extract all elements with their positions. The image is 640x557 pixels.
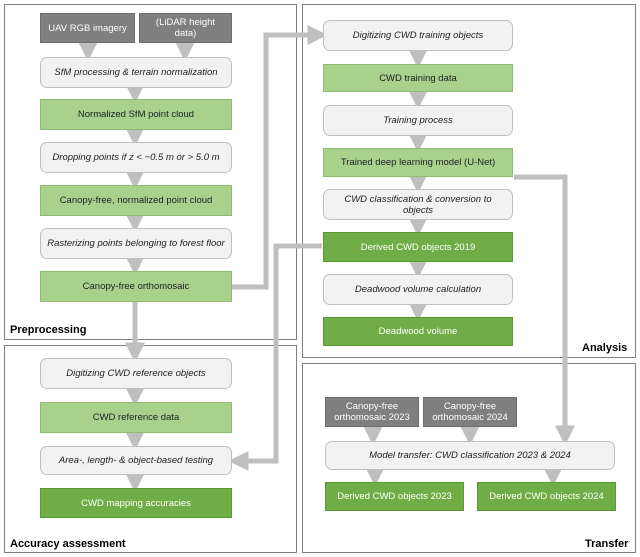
training-data-box: CWD training data <box>323 64 513 92</box>
transfer-label: Transfer <box>585 538 629 550</box>
analysis-label: Analysis <box>582 342 628 354</box>
derived-2024-box: Derived CWD objects 2024 <box>477 482 616 511</box>
ortho-2023-box: Canopy-free orthomosaic 2023 <box>325 397 419 427</box>
preprocessing-label: Preprocessing <box>10 324 87 336</box>
deadwood-volume-box: Deadwood volume <box>323 317 513 346</box>
normalized-cloud-box: Normalized SfM point cloud <box>40 99 232 130</box>
input-rgb-box: UAV RGB imagery <box>40 13 135 43</box>
derived-2023-box: Derived CWD objects 2023 <box>325 482 464 511</box>
classification-box: CWD classification & conversion to objec… <box>323 189 513 220</box>
canopy-free-cloud-box: Canopy-free, normalized point cloud <box>40 185 232 216</box>
dropping-points-box: Dropping points if z < −0.5 m or > 5.0 m <box>40 142 232 173</box>
reference-data-box: CWD reference data <box>40 402 232 433</box>
arrow-model-transfer <box>514 174 575 446</box>
trained-model-box: Trained deep learning model (U-Net) <box>323 148 513 177</box>
testing-box: Area-, length- & object-based testing <box>40 446 232 475</box>
arrow-derived2019-testing <box>228 243 322 471</box>
sfm-processing-box: SfM processing & terrain normalization <box>40 57 232 88</box>
volume-calculation-box: Deadwood volume calculation <box>323 274 513 305</box>
accuracy-label: Accuracy assessment <box>10 538 126 550</box>
digitizing-training-box: Digitizing CWD training objects <box>323 20 513 51</box>
mapping-accuracies-box: CWD mapping accuracies <box>40 488 232 518</box>
derived-2019-box: Derived CWD objects 2019 <box>323 232 513 262</box>
canopy-free-ortho-box: Canopy-free orthomosaic <box>40 271 232 302</box>
training-process-box: Training process <box>323 105 513 136</box>
ortho-2024-box: Canopy-free orthomosaic 2024 <box>423 397 517 427</box>
input-lidar-box: (LiDAR height data) <box>139 13 232 43</box>
arrow-ortho-digitizing <box>232 25 328 290</box>
rasterizing-box: Rasterizing points belonging to forest f… <box>40 228 232 259</box>
model-transfer-box: Model transfer: CWD classification 2023 … <box>325 441 615 470</box>
digitizing-reference-box: Digitizing CWD reference objects <box>40 358 232 389</box>
